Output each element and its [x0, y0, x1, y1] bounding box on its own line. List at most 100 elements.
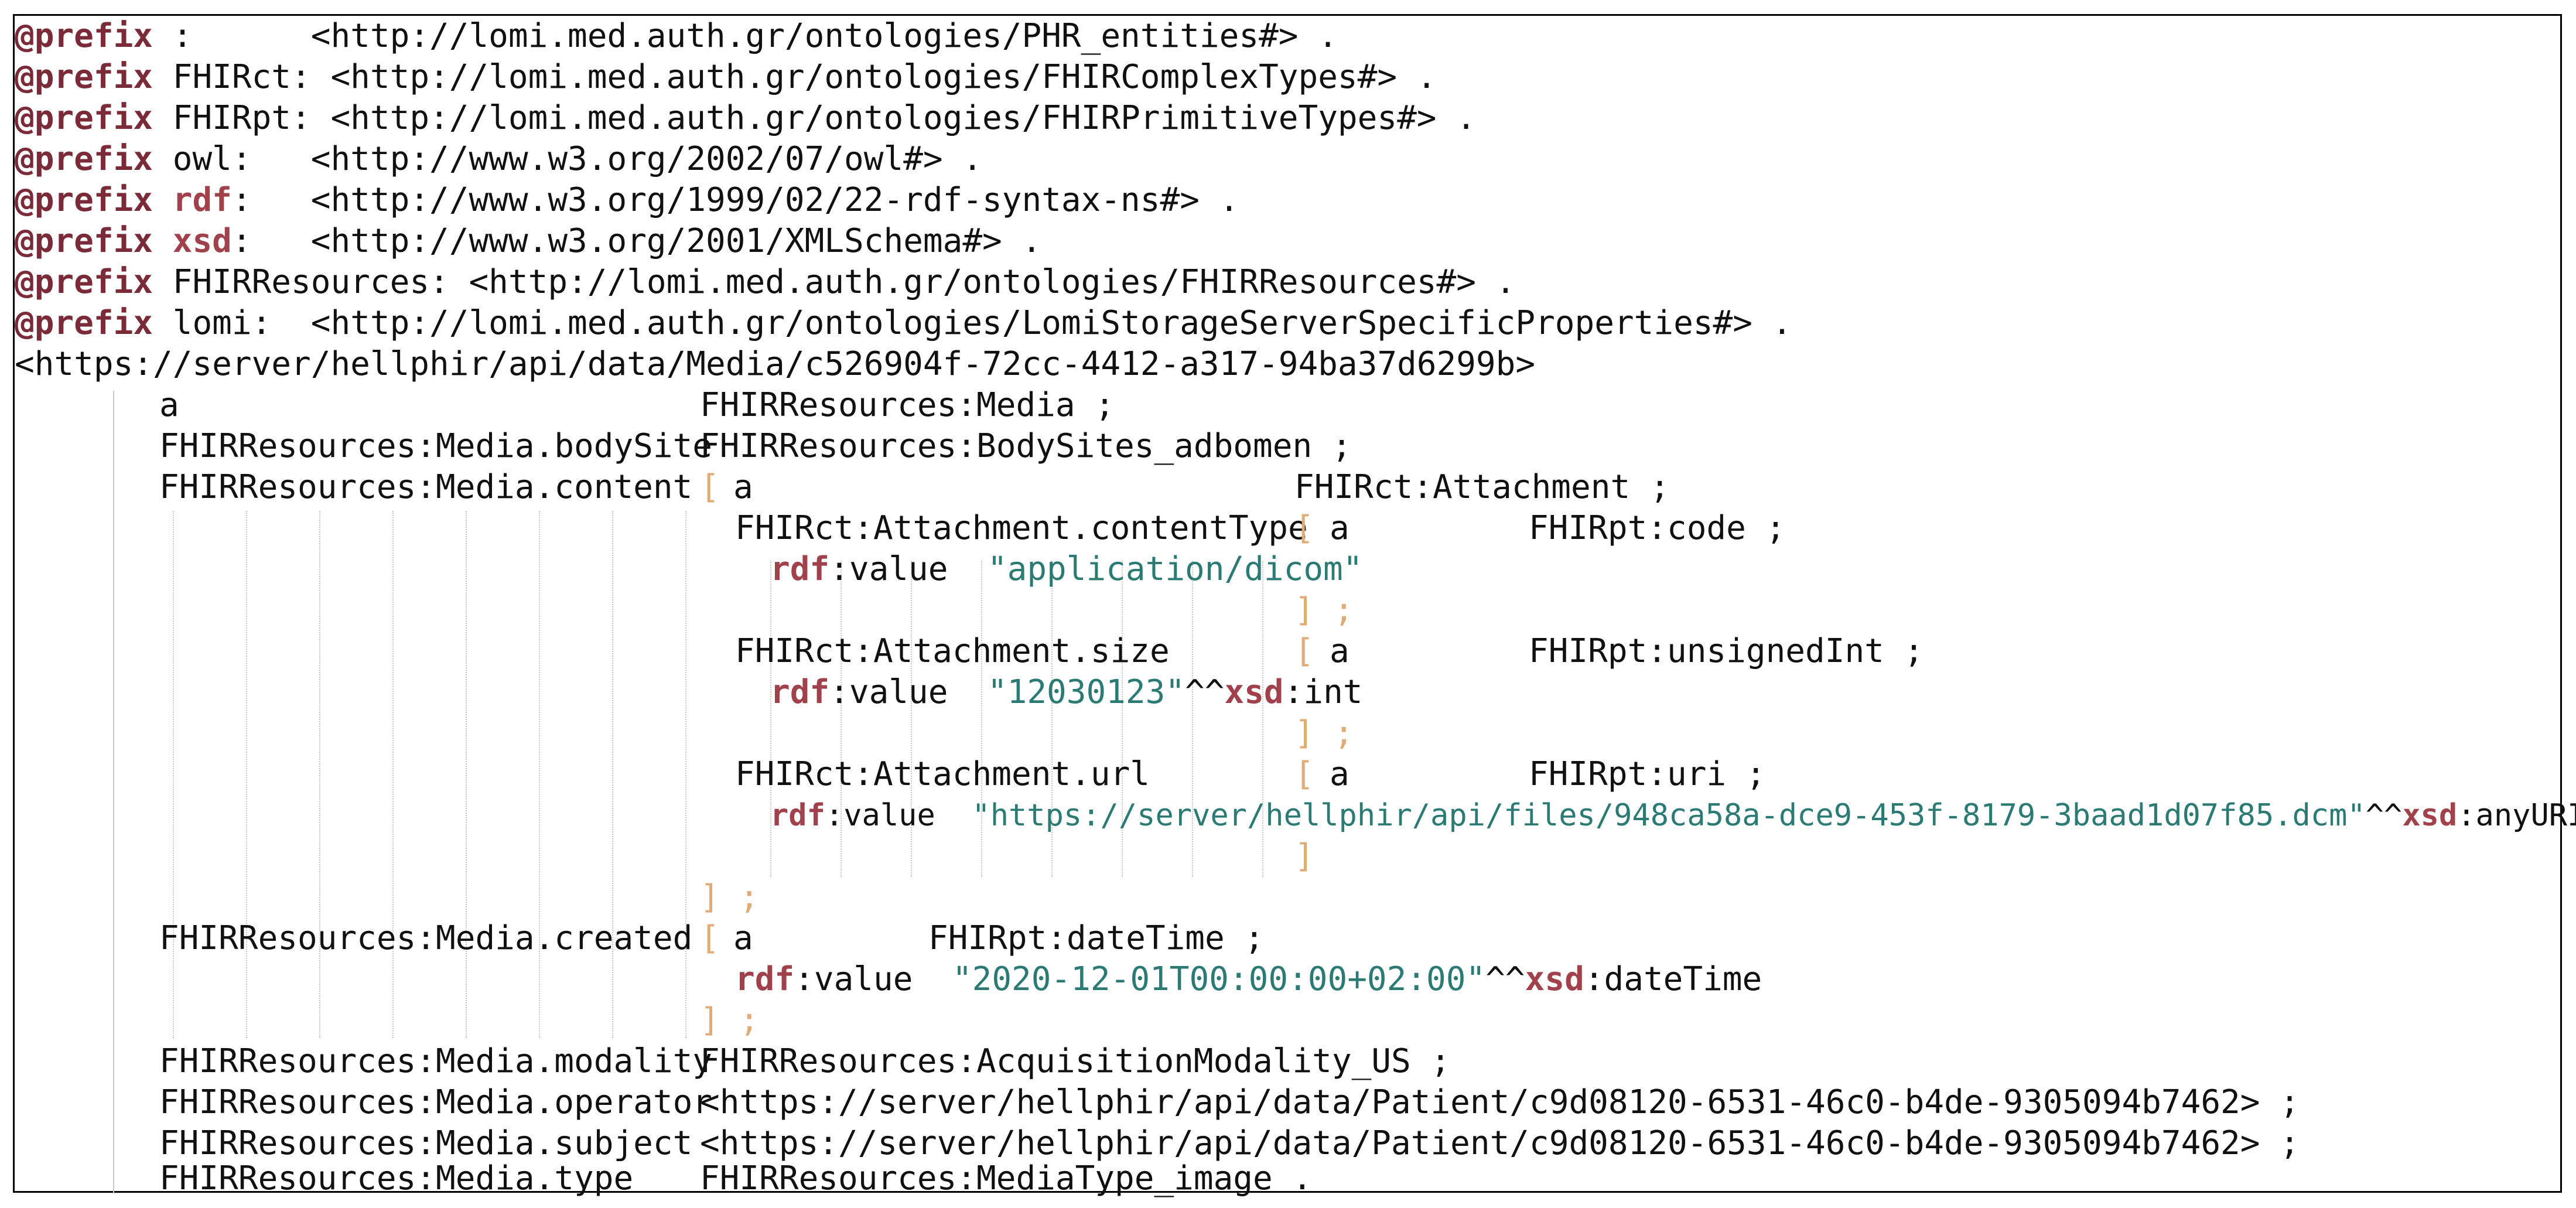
prefix-line: @prefix xsd: <http://www.w3.org/2001/XML… — [15, 222, 1042, 260]
prefix-keyword: @prefix — [15, 263, 153, 301]
prefix-iri: <http://lomi.med.auth.gr/ontologies/FHIR… — [330, 58, 1398, 96]
prefix-line: @prefix FHIRct: <http://lomi.med.auth.gr… — [15, 57, 1437, 98]
type-keyword: a — [733, 468, 753, 506]
prefix-name: FHIRResources: — [172, 263, 449, 301]
rdf-prefix: rdf — [735, 960, 795, 998]
open-bracket: [ — [700, 468, 720, 506]
datatype-marker: ^^ — [2365, 798, 2403, 833]
value-line: rdf:value "https://server/hellphir/api/f… — [770, 795, 2576, 836]
type-keyword: a — [1330, 755, 1350, 793]
prefix-keyword: @prefix — [15, 17, 153, 55]
open-bracket: [ — [1294, 509, 1314, 547]
type-keyword: a — [733, 919, 753, 957]
prefix-keyword: @prefix — [15, 222, 153, 260]
close-bracket: ] ; — [700, 878, 760, 916]
rdf-prefix: rdf — [770, 673, 830, 711]
statement-end: . — [1456, 99, 1476, 137]
object: FHIRpt:uri ; — [1529, 755, 1766, 793]
prefix-keyword: @prefix — [15, 99, 153, 137]
rdf-prefix: rdf — [770, 550, 830, 588]
object: <https://server/hellphir/api/data/Patien… — [700, 1124, 2300, 1162]
value-predicate: :value — [825, 798, 935, 833]
object: FHIRpt:unsignedInt ; — [1529, 632, 1924, 670]
datatype: :int — [1283, 673, 1363, 711]
statement-end: . — [1021, 222, 1042, 260]
prefix-name: FHIRct: — [172, 58, 311, 96]
close-bracket: ] ; — [700, 1001, 760, 1039]
prefix-line: @prefix owl: <http://www.w3.org/2002/07/… — [15, 139, 982, 180]
datatype: :anyURI — [2457, 798, 2576, 833]
xsd-prefix: xsd — [1525, 960, 1584, 998]
xsd-prefix: xsd — [2402, 798, 2458, 833]
prefix-keyword: @prefix — [15, 140, 153, 178]
predicate: FHIRct:Attachment.contentType — [735, 509, 1308, 547]
object: FHIRResources:MediaType_image . — [700, 1159, 1313, 1197]
prefix-name: FHIRpt: — [172, 99, 311, 137]
datatype-marker: ^^ — [1485, 960, 1525, 998]
prefix-iri: <http://www.w3.org/1999/02/22-rdf-syntax… — [310, 181, 1200, 219]
open-bracket: [ — [700, 919, 720, 957]
type-keyword: a — [1330, 632, 1350, 670]
prefix-iri: <http://lomi.med.auth.gr/ontologies/PHR_… — [310, 17, 1299, 55]
code-panel: @prefix : <http://lomi.med.auth.gr/ontol… — [13, 14, 2576, 1197]
xsd-prefix: xsd — [1224, 673, 1284, 711]
prefix-line: @prefix : <http://lomi.med.auth.gr/ontol… — [15, 16, 1338, 57]
prefix-line: @prefix FHIRResources: <http://lomi.med.… — [15, 262, 1515, 303]
prefix-iri: <http://www.w3.org/2002/07/owl#> — [310, 140, 943, 178]
type-keyword: a — [159, 386, 179, 424]
open-bracket: [ — [1294, 755, 1314, 793]
predicate: FHIRResources:Media.modality — [159, 1042, 713, 1080]
datatype-marker: ^^ — [1185, 673, 1225, 711]
subject-iri: <https://server/hellphir/api/data/Media/… — [15, 345, 1536, 383]
predicate: FHIRResources:Media.content — [159, 468, 693, 506]
object: FHIRpt:code ; — [1529, 509, 1786, 547]
prefix-name: xsd — [172, 222, 232, 260]
string-literal: "application/dicom" — [987, 550, 1363, 588]
statement-end: . — [1772, 304, 1792, 342]
prefix-name: : — [172, 17, 193, 55]
predicate: FHIRResources:Media.operator — [159, 1083, 713, 1121]
type-keyword: a — [1330, 509, 1350, 547]
object: FHIRpt:dateTime ; — [928, 919, 1265, 957]
object: FHIRct:Attachment ; — [1294, 468, 1670, 506]
value-predicate: :value — [829, 550, 948, 588]
prefix-line: @prefix rdf: <http://www.w3.org/1999/02/… — [15, 181, 1239, 219]
prefix-keyword: @prefix — [15, 181, 153, 219]
value-predicate: :value — [829, 673, 948, 711]
close-bracket: ] — [1294, 837, 1314, 875]
prefix-iri: <http://lomi.med.auth.gr/ontologies/FHIR… — [469, 263, 1476, 301]
statement-end: . — [1219, 181, 1239, 219]
prefix-name: lomi: — [172, 304, 272, 342]
statement-end: . — [1416, 58, 1437, 96]
prefix-keyword: @prefix — [15, 58, 153, 96]
predicate: FHIRResources:Media.type — [159, 1159, 634, 1197]
predicate: FHIRct:Attachment.url — [735, 755, 1150, 793]
statement-end: . — [1495, 263, 1516, 301]
prefix-name: owl: — [172, 140, 252, 178]
datatype: :dateTime — [1584, 960, 1762, 998]
string-literal: "12030123" — [987, 673, 1185, 711]
predicate: FHIRct:Attachment.size — [735, 632, 1170, 670]
string-literal: "https://server/hellphir/api/files/948ca… — [972, 798, 2366, 833]
type-value: FHIRResources:Media ; — [700, 386, 1115, 424]
value-predicate: :value — [794, 960, 913, 998]
prefix-iri: <http://www.w3.org/2001/XMLSchema#> — [310, 222, 1002, 260]
open-bracket: [ — [1294, 632, 1314, 670]
rdf-prefix: rdf — [770, 798, 825, 833]
close-bracket: ] ; — [1294, 714, 1354, 752]
statement-end: . — [962, 140, 983, 178]
prefix-line: @prefix lomi: <http://lomi.med.auth.gr/o… — [15, 303, 1792, 344]
value-line: rdf:value "12030123"^^xsd:int — [770, 672, 1363, 713]
predicate: FHIRResources:Media.bodySite — [159, 427, 713, 465]
string-literal: "2020-12-01T00:00:00+02:00" — [952, 960, 1486, 998]
prefix-keyword: @prefix — [15, 304, 153, 342]
value-line: rdf:value "2020-12-01T00:00:00+02:00"^^x… — [735, 959, 1762, 1000]
prefix-name: rdf — [172, 181, 232, 219]
statement-end: . — [1318, 17, 1338, 55]
value-line: rdf:value "application/dicom" — [770, 549, 1362, 590]
predicate: FHIRResources:Media.subject — [159, 1124, 693, 1162]
object: FHIRResources:BodySites_adbomen ; — [700, 427, 1352, 465]
prefix-iri: <http://lomi.med.auth.gr/ontologies/FHIR… — [330, 99, 1437, 137]
prefix-line: @prefix FHIRpt: <http://lomi.med.auth.gr… — [15, 98, 1476, 139]
object: <https://server/hellphir/api/data/Patien… — [700, 1083, 2300, 1121]
